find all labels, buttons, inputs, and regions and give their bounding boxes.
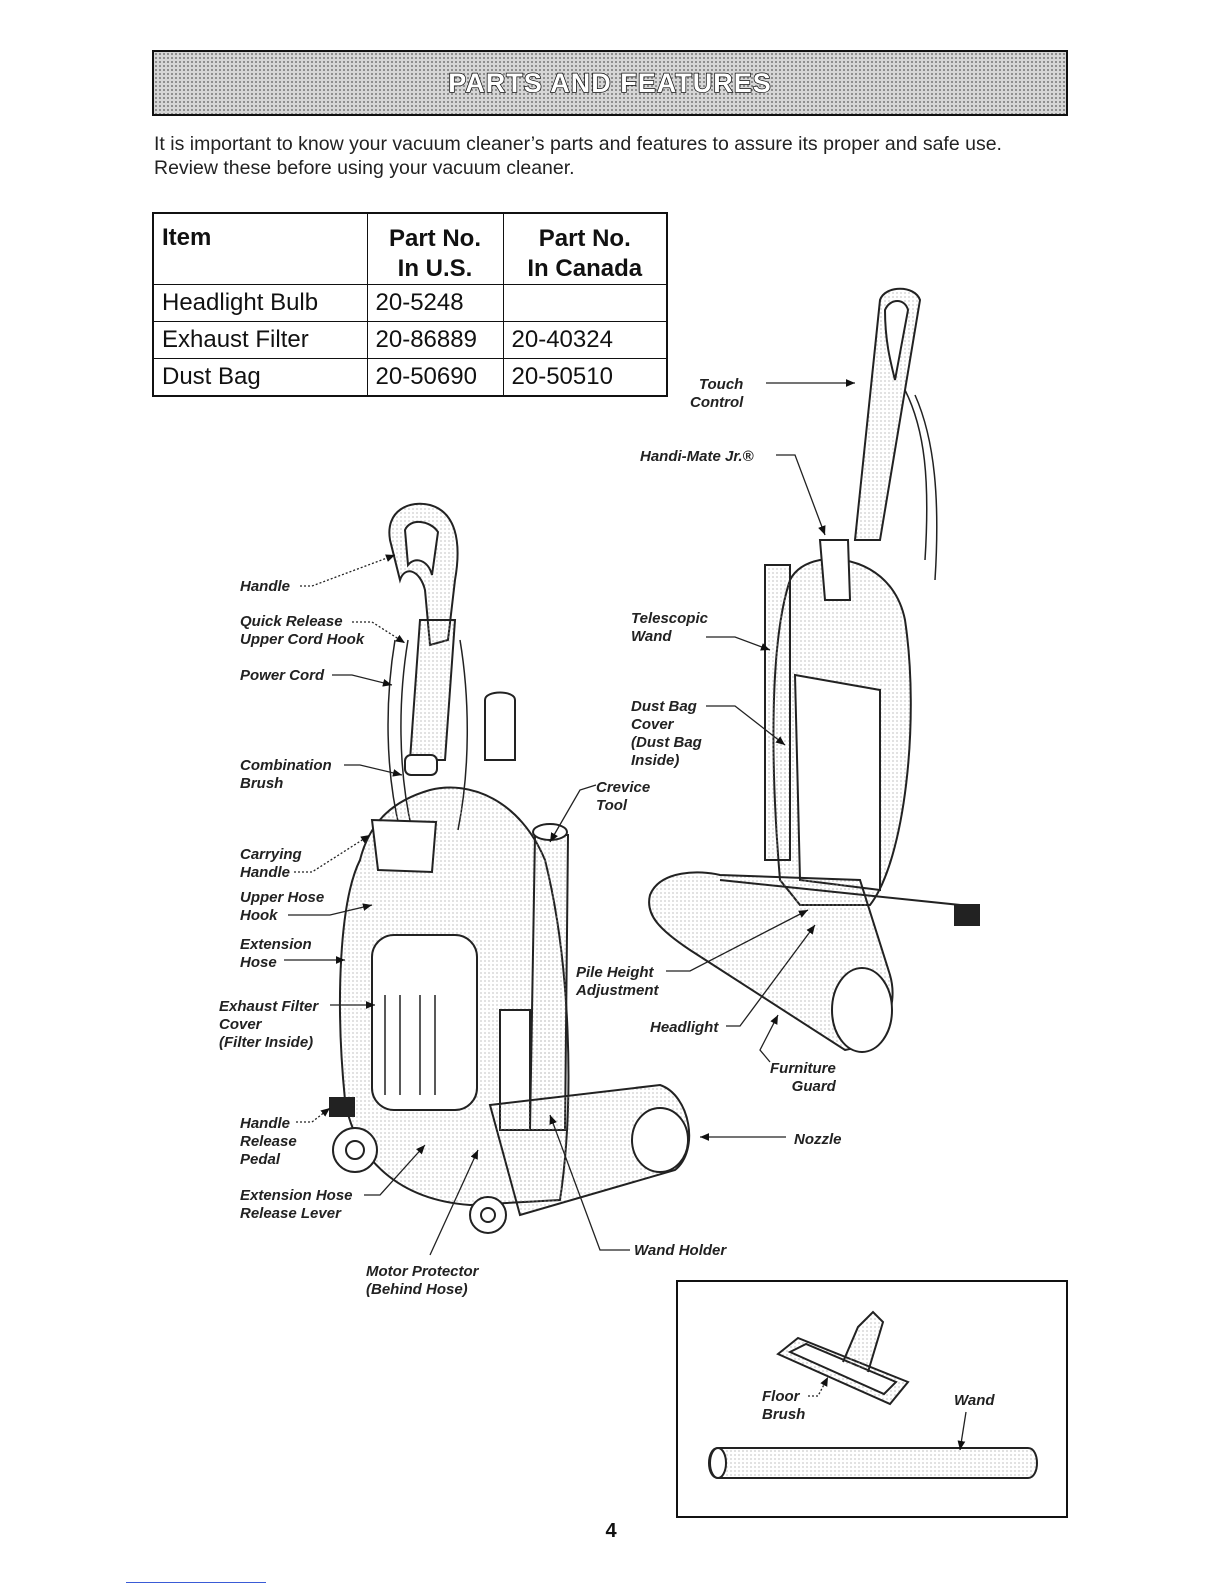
label-upper-hose-hook: Upper Hose Hook	[240, 889, 325, 924]
label-floor-brush: Floor Brush	[762, 1388, 806, 1423]
label-extension-hose: Extension Hose	[240, 936, 312, 971]
table-header-row: Item Part No.In U.S. Part No.In Canada	[152, 212, 668, 285]
label-carrying-handle: Carrying Handle	[240, 846, 302, 881]
leader-lines	[284, 379, 855, 1256]
table-cell: Dust Bag	[152, 358, 368, 397]
section-banner: PARTS AND FEATURES	[152, 50, 1068, 116]
table-cell: 20-50690	[366, 358, 504, 397]
page-number: 4	[605, 1520, 617, 1542]
label-quick-release: Quick Release Upper Cord Hook	[240, 613, 365, 648]
label-power-cord: Power Cord	[240, 667, 325, 684]
col-header-canada: Part No.In Canada	[502, 212, 668, 285]
intro-text: It is important to know your vacuum clea…	[154, 133, 1002, 179]
front-vacuum-drawing	[648, 287, 980, 1053]
table-cell: 20-40324	[502, 321, 668, 359]
section-title: PARTS AND FEATURES	[447, 67, 772, 99]
accessory-inset: Floor Brush Wand	[676, 1280, 1068, 1518]
label-crevice-tool: Crevice Tool	[596, 779, 651, 814]
label-wand: Wand	[954, 1392, 995, 1409]
table-cell: Headlight Bulb	[152, 284, 368, 322]
label-exhaust-filter-cover: Exhaust Filter Cover (Filter Inside)	[219, 998, 319, 1051]
label-touch-control: Touch Control	[690, 376, 744, 411]
table-cell: Exhaust Filter	[152, 321, 368, 359]
label-extension-hose-release: Extension Hose Release Lever	[240, 1187, 353, 1222]
label-combination-brush: Combination Brush	[240, 757, 332, 792]
label-headlight: Headlight	[650, 1019, 719, 1036]
label-handle-release-pedal: Handle Release Pedal	[240, 1115, 297, 1168]
table-cell	[502, 284, 668, 322]
table-cell: 20-86889	[366, 321, 504, 359]
label-furniture-guard: Furniture Guard	[770, 1060, 836, 1095]
table-row: Headlight Bulb 20-5248	[152, 284, 668, 322]
label-dust-bag-cover: Dust Bag Cover (Dust Bag Inside)	[631, 698, 702, 769]
table-row: Exhaust Filter 20-86889 20-40324	[152, 321, 668, 359]
label-handle: Handle	[240, 578, 291, 595]
label-handi-mate: Handi-Mate Jr.®	[640, 448, 754, 465]
parts-table: Item Part No.In U.S. Part No.In Canada H…	[152, 212, 668, 397]
table-cell: 20-50510	[502, 358, 668, 397]
label-telescopic-wand: Telescopic Wand	[631, 610, 708, 645]
table-cell: 20-5248	[366, 284, 504, 322]
label-nozzle: Nozzle	[794, 1131, 842, 1148]
label-pile-height: Pile Height Adjustment	[576, 964, 659, 999]
label-wand-holder: Wand Holder	[634, 1242, 727, 1259]
accessory-drawing	[708, 1310, 1038, 1479]
rear-vacuum-drawing	[329, 502, 691, 1234]
table-row: Dust Bag 20-50690 20-50510	[152, 358, 668, 397]
footer-link-line	[126, 1582, 266, 1583]
col-header-item: Item	[152, 212, 368, 285]
label-motor-protector: Motor Protector (Behind Hose)	[366, 1263, 479, 1298]
